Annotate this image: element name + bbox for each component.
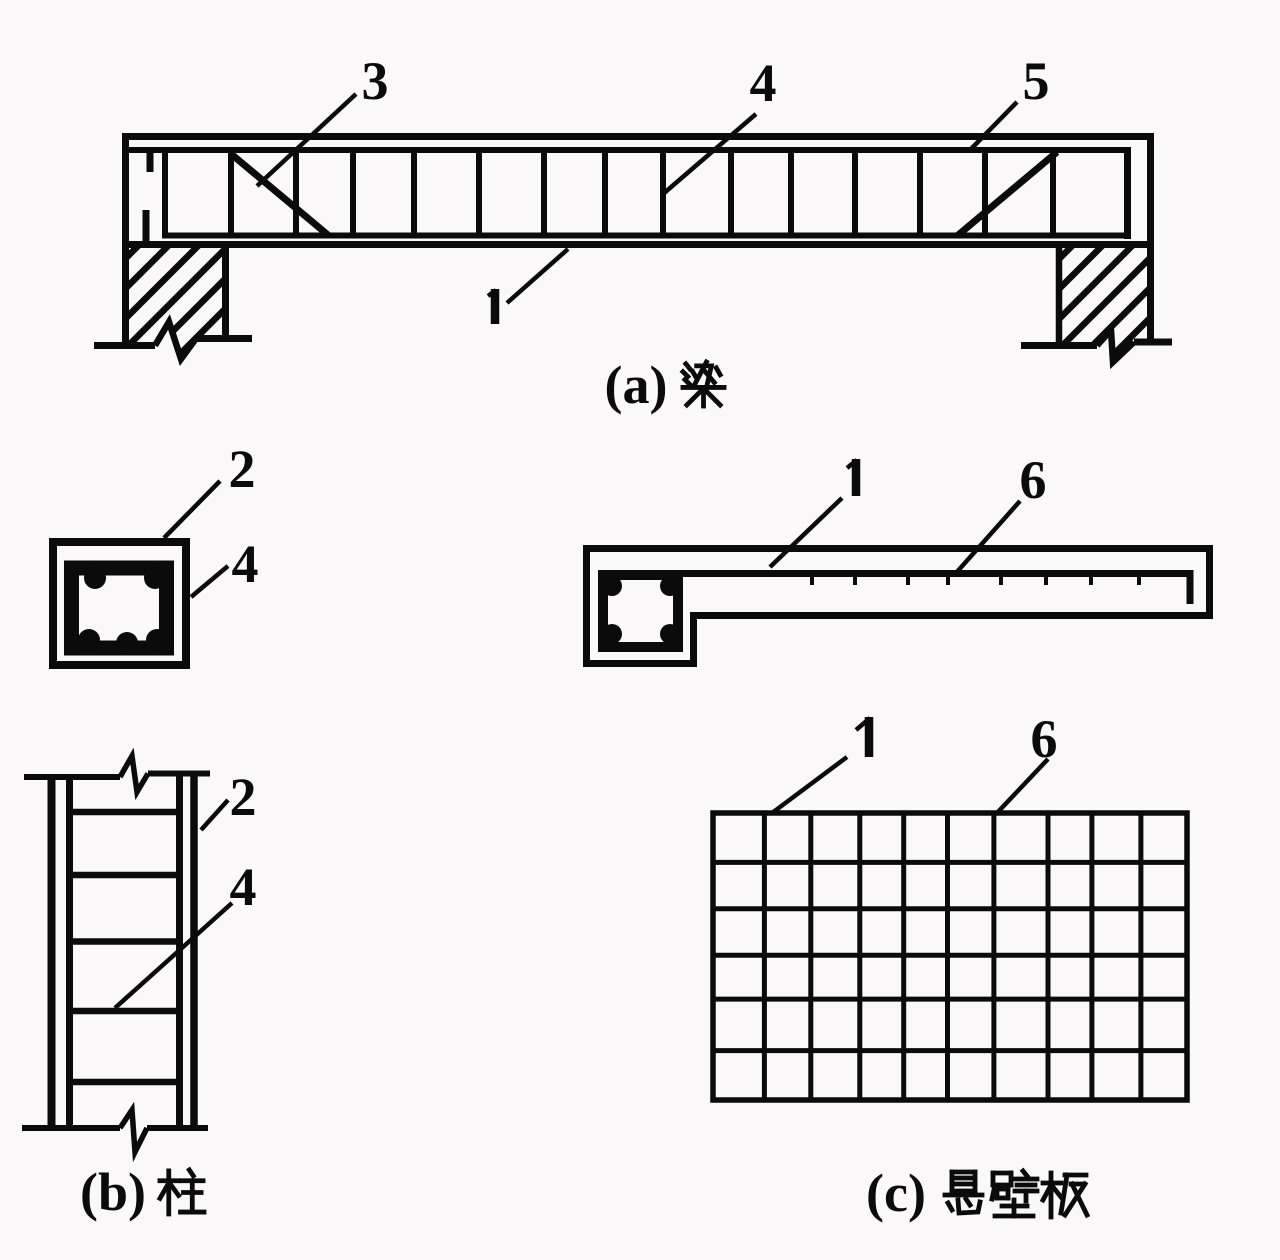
svg-text:(b): (b) [80,1162,146,1222]
svg-text:4: 4 [750,53,777,113]
svg-text:4: 4 [232,534,259,594]
svg-text:6: 6 [1031,709,1058,769]
svg-text:4: 4 [230,857,257,917]
svg-text:5: 5 [1023,51,1050,111]
svg-text:2: 2 [230,767,257,827]
svg-text:2: 2 [229,439,256,499]
svg-text:6: 6 [1020,450,1047,510]
svg-text:(c): (c) [866,1163,926,1223]
svg-text:3: 3 [362,51,389,111]
svg-text:(a): (a) [605,355,668,415]
